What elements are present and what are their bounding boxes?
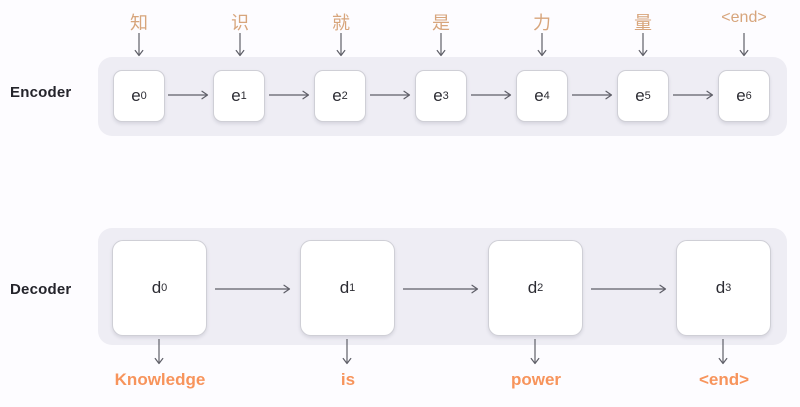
encoder-input-arrow-4 [537, 33, 547, 57]
decoder-cell-label-2: d [527, 278, 538, 297]
decoder-cell-label-3: d [715, 278, 726, 297]
encoder-input-arrow-1 [235, 33, 245, 57]
encoder-input-arrow-2 [336, 33, 346, 57]
decoder-output-arrow-2 [530, 339, 540, 365]
decoder-cell-index-2: 2 [537, 282, 544, 294]
decoder-cell-index-0: 0 [161, 282, 168, 294]
encoder-input-token-0: 知 [130, 13, 148, 33]
decoder-flow-arrow-2 [591, 284, 667, 294]
decoder-cell-index-1: 1 [349, 282, 356, 294]
encoder-input-arrow-3 [436, 33, 446, 57]
decoder-output-token-2: power [510, 370, 562, 389]
encoder-cell-index-5: 5 [644, 90, 651, 102]
encoder-cell-label-4: e [534, 86, 544, 105]
decoder-cell-label-0: d [151, 278, 162, 297]
decoder-cell-label-1: d [339, 278, 350, 297]
encoder-flow-arrow-5 [673, 90, 714, 100]
decoder-output-arrow-1 [342, 339, 352, 365]
decoder-band [98, 228, 787, 345]
encoder-cell-index-6: 6 [745, 90, 752, 102]
encoder-flow-arrow-1 [269, 90, 310, 100]
encoder-input-arrow-0 [134, 33, 144, 57]
encoder-input-token-5: 量 [634, 13, 652, 33]
decoder-flow-arrow-1 [403, 284, 479, 294]
encoder-cell-label-0: e [131, 86, 141, 105]
encoder-flow-arrow-4 [572, 90, 613, 100]
decoder-output-arrow-3 [718, 339, 728, 365]
encoder-input-token-4: 力 [533, 13, 551, 33]
encoder-cell-label-5: e [635, 86, 645, 105]
decoder-cell-index-3: 3 [725, 282, 732, 294]
encoder-cell-index-2: 2 [341, 90, 348, 102]
encoder-input-token-3: 是 [432, 13, 450, 33]
encoder-cell-index-3: 3 [442, 90, 449, 102]
encoder-cell-label-1: e [231, 86, 241, 105]
decoder-output-token-0: Knowledge [114, 370, 206, 389]
encoder-input-arrow-6 [739, 33, 749, 57]
encoder-cell-label-6: e [736, 86, 746, 105]
encoder-input-token-6: <end> [721, 9, 767, 26]
encoder-input-token-2: 就 [332, 13, 350, 33]
encoder-input-token-1: 识 [231, 13, 249, 33]
encoder-flow-arrow-3 [471, 90, 512, 100]
decoder-row-label: Decoder [10, 281, 72, 298]
encoder-cell-index-1: 1 [240, 90, 247, 102]
encoder-cell-index-4: 4 [543, 90, 550, 102]
decoder-output-arrow-0 [154, 339, 164, 365]
encoder-cell-index-0: 0 [140, 90, 147, 102]
encoder-input-arrow-5 [638, 33, 648, 57]
encoder-flow-arrow-2 [370, 90, 411, 100]
decoder-output-token-1: is [340, 370, 356, 389]
encoder-row-label: Encoder [10, 84, 72, 101]
encoder-cell-label-2: e [332, 86, 342, 105]
encoder-cell-label-3: e [433, 86, 443, 105]
encoder-flow-arrow-0 [168, 90, 209, 100]
decoder-output-token-3: <end> [698, 370, 750, 389]
decoder-flow-arrow-0 [215, 284, 291, 294]
